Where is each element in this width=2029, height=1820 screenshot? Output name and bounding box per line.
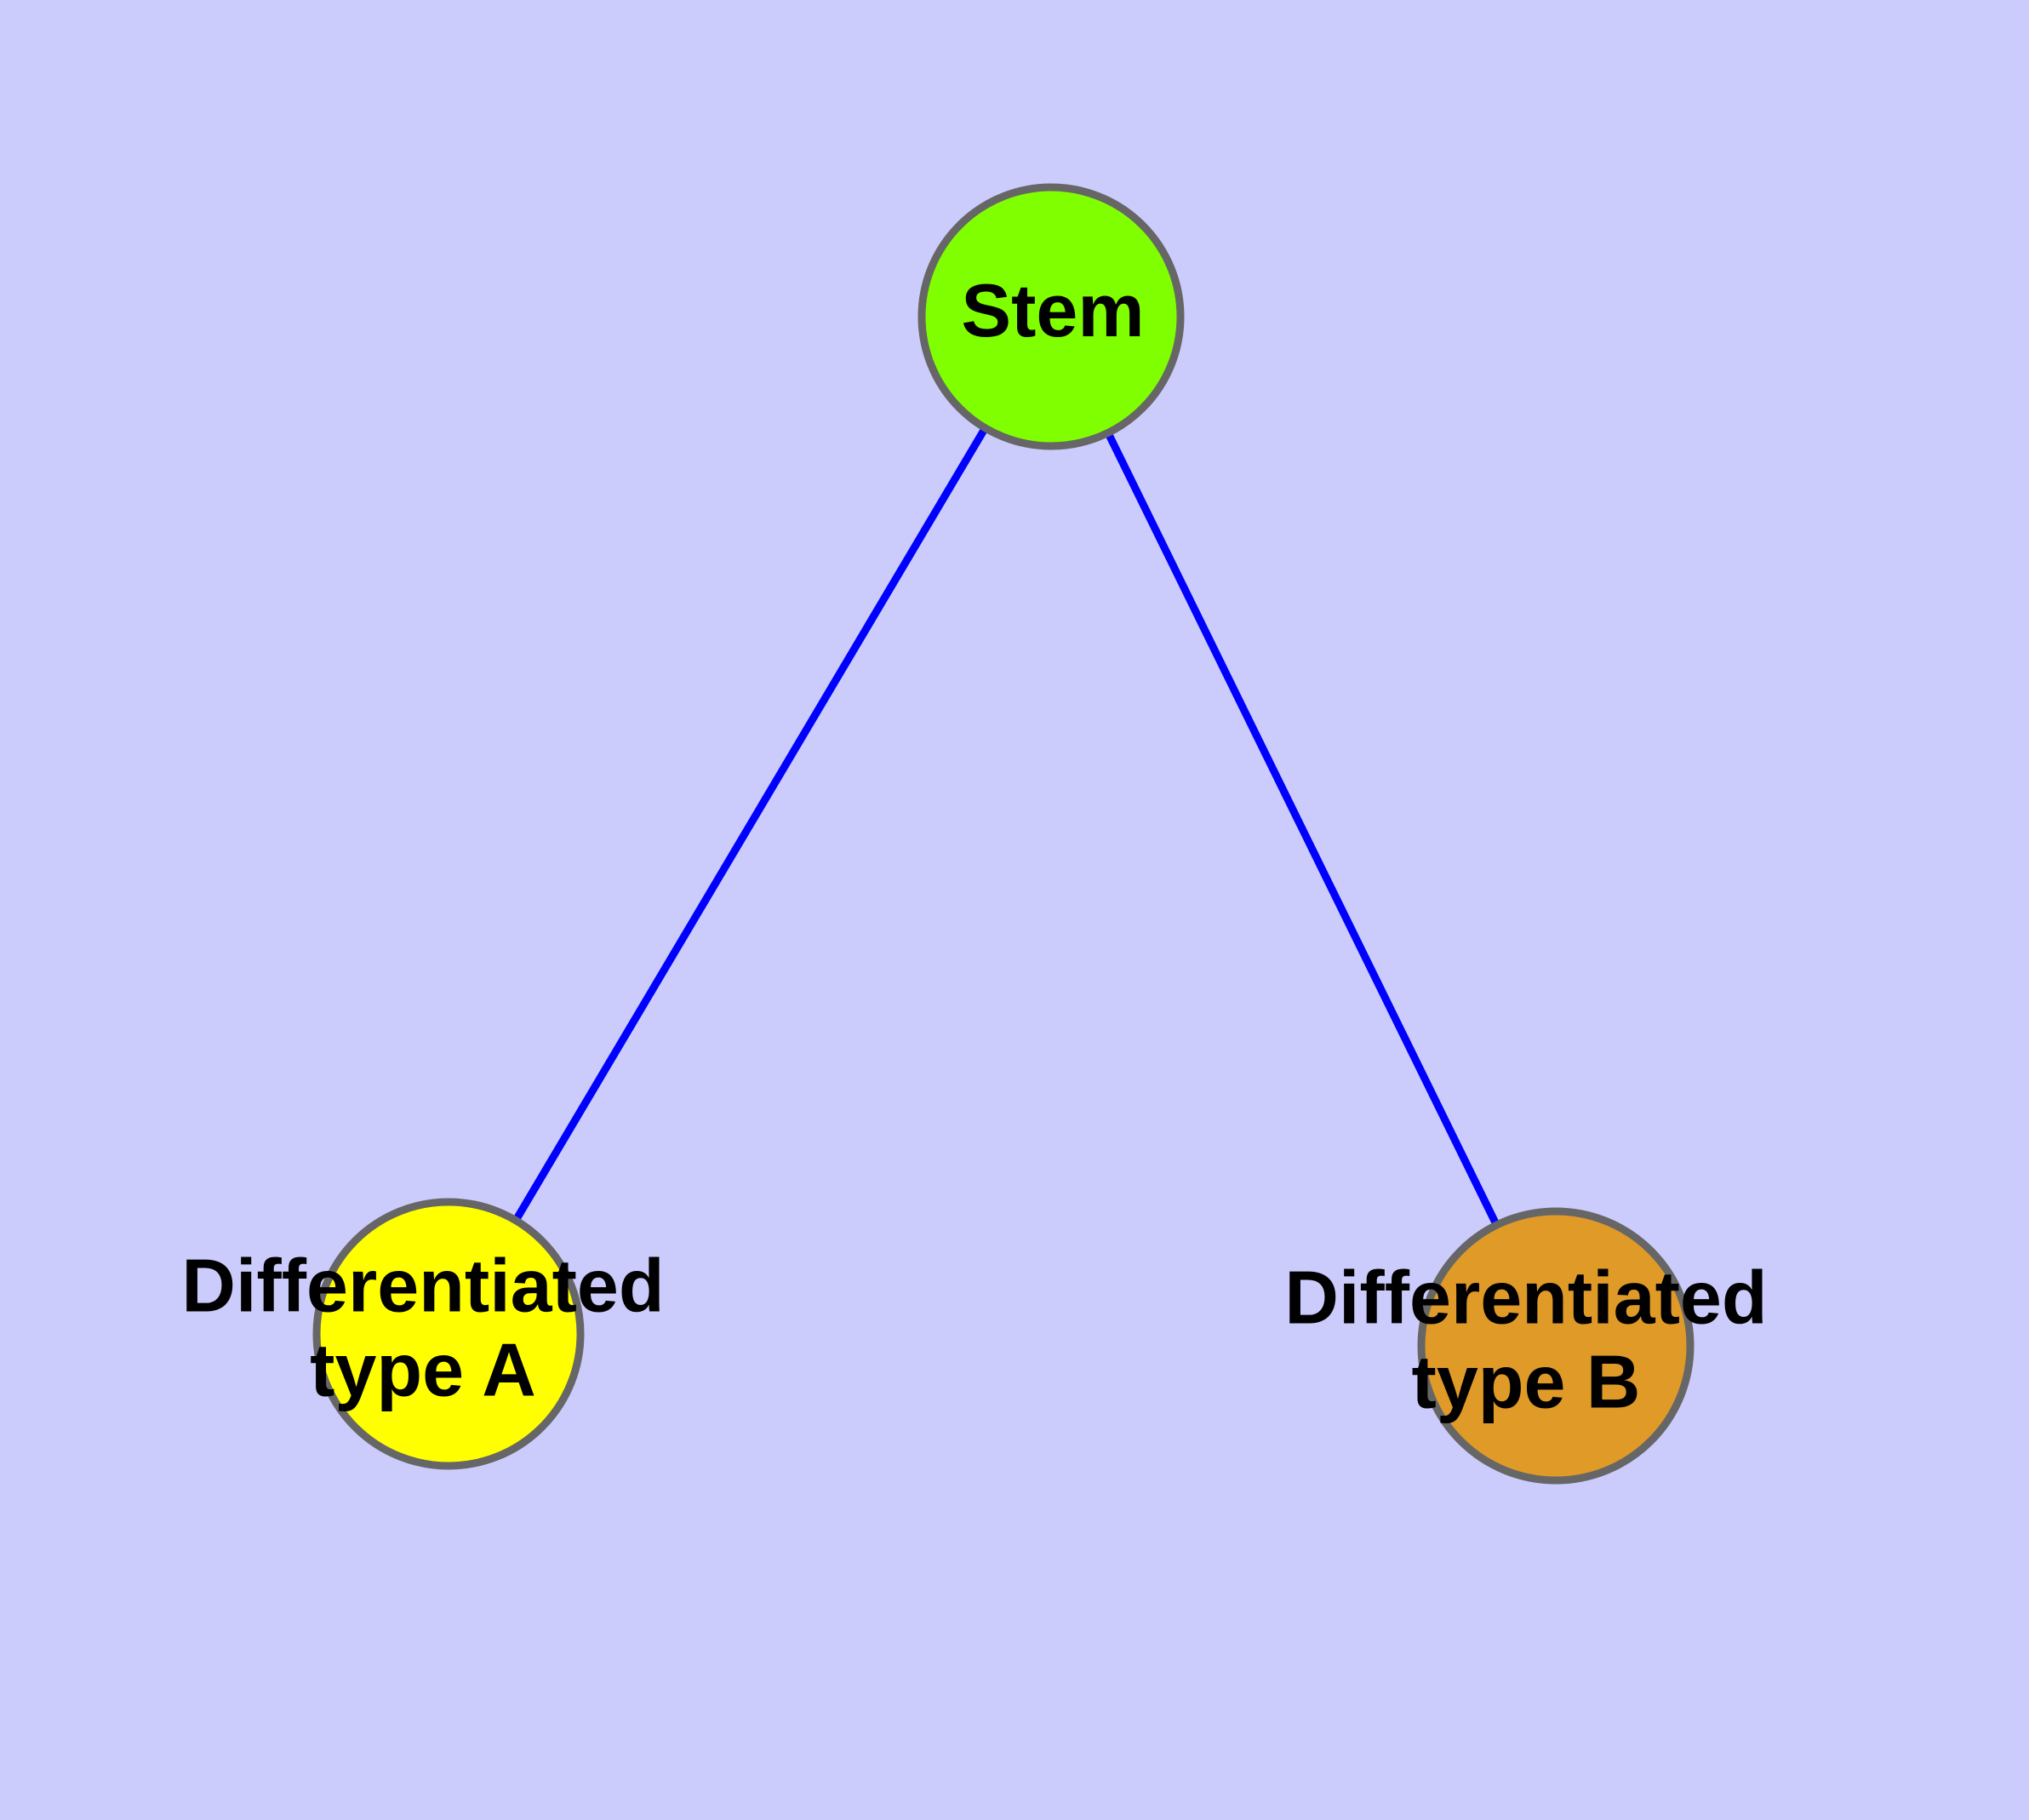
node-label-line: Stem (961, 268, 1144, 352)
node-circle-stem[interactable] (917, 183, 1185, 450)
node-label-stem: Stem (961, 268, 1144, 352)
node-label-line: Differentiated (181, 1244, 664, 1328)
node-label-line: type B (1412, 1340, 1641, 1424)
edge-stem-diff-a[interactable] (512, 424, 990, 1224)
edge-stem-diff-b[interactable] (1104, 429, 1501, 1228)
node-circle-diff_b[interactable] (1417, 1207, 1695, 1485)
node-label-line: type A (310, 1328, 536, 1412)
edges-group (512, 424, 1501, 1228)
node-label-line: Differentiated (1284, 1256, 1767, 1340)
node-stem[interactable]: Stem (917, 183, 1185, 450)
node-circle-diff_a[interactable] (312, 1198, 585, 1470)
